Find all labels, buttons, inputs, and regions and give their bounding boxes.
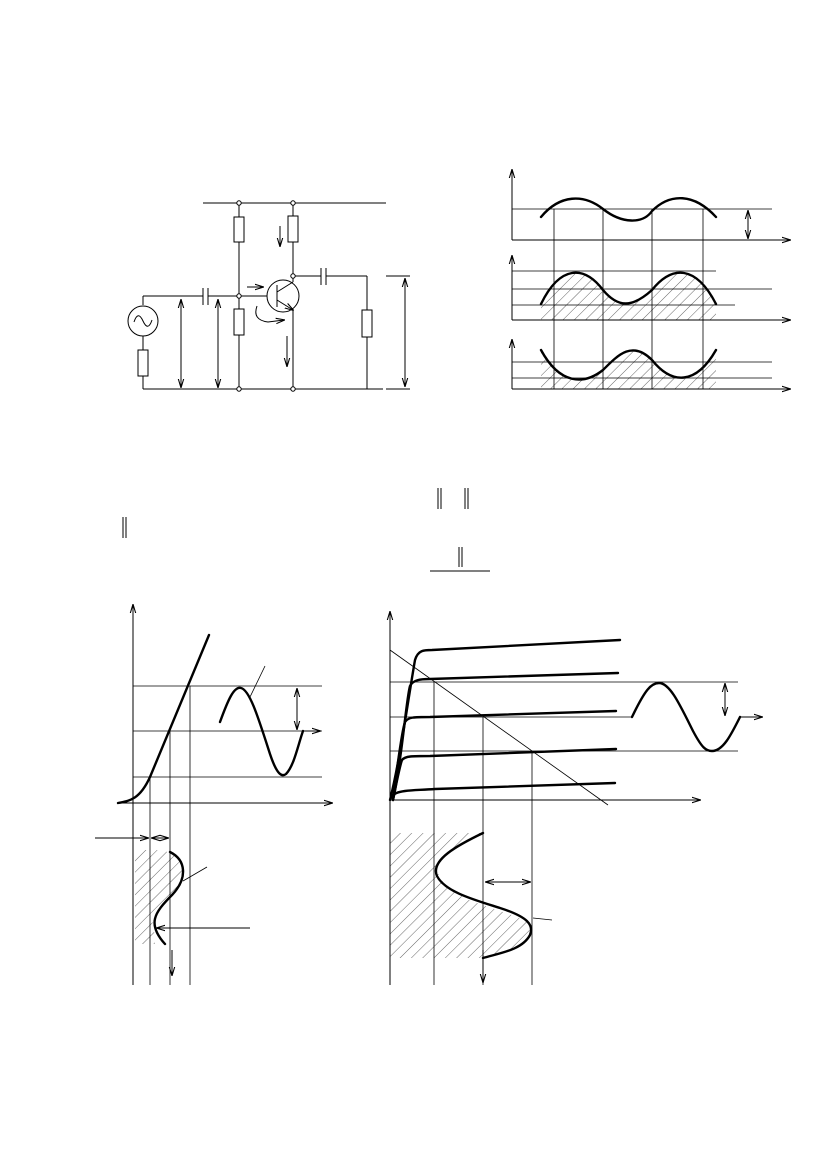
output-current-wave — [434, 831, 533, 960]
waveform-curve — [539, 197, 718, 222]
node — [290, 273, 296, 279]
input-coupling-capacitor — [143, 288, 239, 305]
transistor — [239, 276, 300, 389]
output-coupling-capacitor — [293, 268, 368, 310]
collector-resistor — [287, 215, 299, 243]
load-resistor — [361, 309, 373, 338]
characteristic-curve — [391, 671, 620, 802]
characteristic-curve — [391, 747, 618, 802]
characteristic-curve — [116, 633, 211, 805]
base-emitter-voltage-arrow — [255, 305, 284, 322]
input-current-wave — [153, 850, 185, 946]
node — [236, 386, 242, 392]
amplifier-circuit — [127, 200, 410, 392]
waveform-diagrams — [512, 170, 790, 389]
input-signal-wave — [218, 686, 305, 777]
formula-marks — [122, 488, 490, 572]
output-characteristics — [390, 612, 762, 985]
source-resistor — [137, 349, 149, 377]
node — [236, 200, 242, 206]
node — [236, 293, 242, 299]
callout-line — [182, 866, 208, 882]
base-bias-resistor-lower — [233, 308, 245, 336]
base-bias-resistor-upper — [233, 216, 245, 243]
waveform-plot-top — [512, 170, 790, 240]
callout-line — [249, 665, 266, 698]
callout-line — [532, 917, 553, 921]
load-line — [389, 649, 609, 806]
signal-source — [127, 296, 159, 389]
input-characteristic — [95, 605, 332, 985]
node — [290, 386, 296, 392]
waveform-curve — [539, 271, 718, 306]
waveform-plot-middle — [512, 256, 790, 320]
waveform-plot-bottom — [512, 340, 790, 389]
waveform-curve — [539, 348, 718, 381]
characteristic-curve — [388, 638, 622, 802]
output-voltage-wave — [630, 681, 742, 753]
characteristic-curve — [389, 781, 617, 800]
node — [290, 200, 296, 206]
